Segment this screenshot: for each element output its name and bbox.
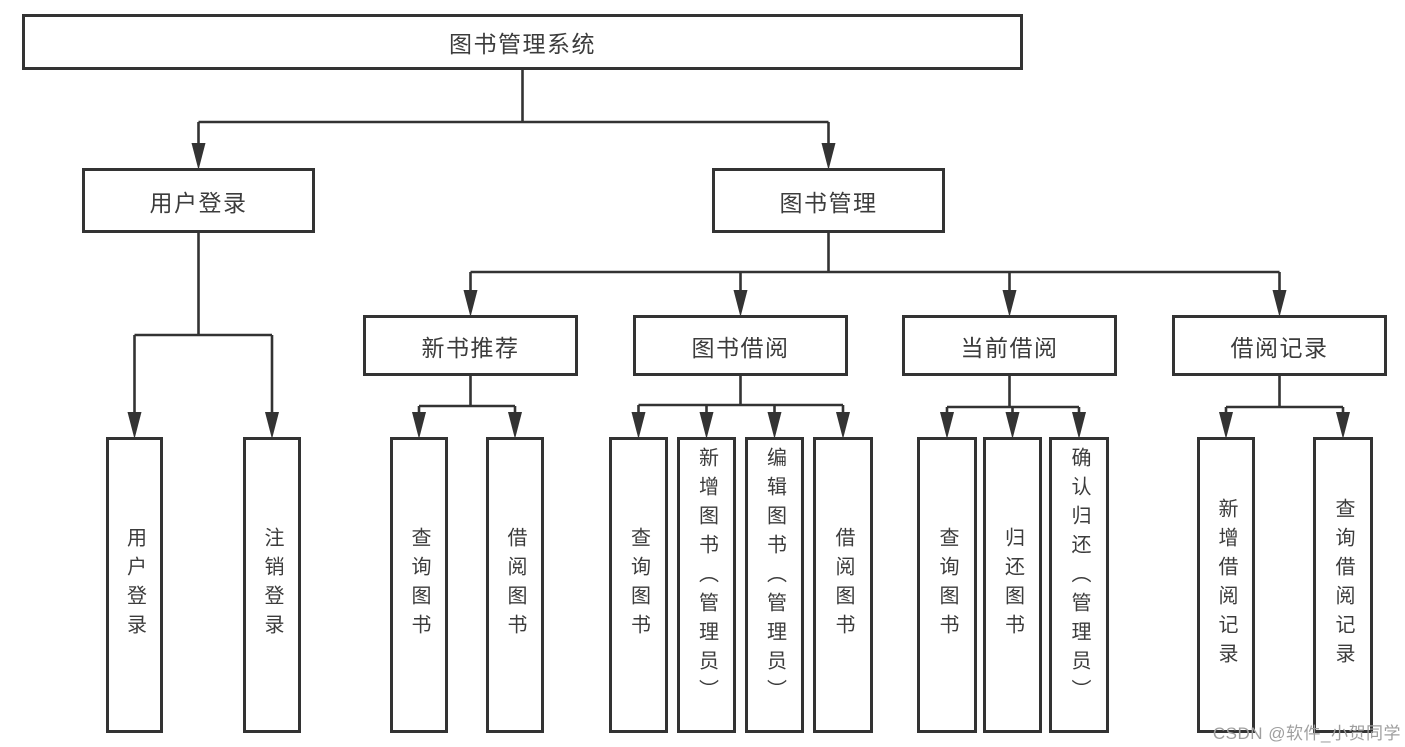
node-user-login: 用户登录 (106, 437, 163, 733)
arrow-down-user-logout (265, 412, 279, 439)
arrow-down-book-mgmt-group (821, 143, 836, 170)
arrow-down-bb-borrow-books (836, 412, 850, 439)
node-label: 注销登录 (261, 527, 283, 643)
node-label: 借阅图书 (832, 527, 854, 643)
node-borrow-records: 借阅记录 (1172, 315, 1387, 376)
arrow-down-bb-edit-books (767, 412, 782, 439)
arrow-down-rec-borrow-books (508, 412, 522, 439)
node-label: 借阅记录 (1230, 334, 1329, 361)
arrow-down-cb-confirm-return (1072, 412, 1086, 439)
node-label: 查询借阅记录 (1332, 498, 1354, 672)
node-label: 查询图书 (936, 527, 958, 643)
node-label: 图书管理系统 (449, 31, 596, 57)
node-user-logout: 注销登录 (243, 437, 301, 733)
node-label: 新书推荐 (421, 334, 520, 361)
node-cb-return-books: 归还图书 (983, 437, 1042, 733)
node-bb-edit-books: 编辑图书（管理员） (745, 437, 804, 733)
node-current-borrow: 当前借阅 (902, 315, 1117, 376)
arrow-down-bb-query-books (631, 412, 646, 439)
node-rec-query-books: 查询图书 (390, 437, 448, 733)
node-book-borrow: 图书借阅 (633, 315, 848, 376)
node-user-login-group: 用户登录 (82, 168, 315, 233)
node-new-book-rec: 新书推荐 (363, 315, 578, 376)
node-label: 归还图书 (1001, 527, 1024, 643)
watermark: CSDN @软件_小贺同学 (1212, 724, 1401, 743)
node-label: 用户登录 (123, 527, 146, 643)
node-label: 用户登录 (149, 189, 248, 216)
arrow-down-br-query-record (1336, 412, 1350, 439)
node-root: 图书管理系统 (22, 14, 1023, 70)
node-label: 图书管理 (779, 189, 878, 216)
node-cb-confirm-return: 确认归还（管理员） (1049, 437, 1109, 733)
arrow-down-new-book-rec (463, 290, 478, 317)
node-label: 借阅图书 (504, 527, 526, 643)
node-cb-query-books: 查询图书 (917, 437, 977, 733)
arrow-down-bb-add-books (699, 412, 714, 439)
node-bb-borrow-books: 借阅图书 (813, 437, 873, 733)
arrow-down-borrow-records (1272, 290, 1287, 317)
node-label: 查询图书 (627, 527, 650, 643)
arrow-down-user-login-group (191, 143, 206, 170)
node-label: 新增图书（管理员） (695, 447, 718, 708)
node-rec-borrow-books: 借阅图书 (486, 437, 544, 733)
node-label: 编辑图书（管理员） (763, 447, 786, 708)
node-book-mgmt-group: 图书管理 (712, 168, 945, 233)
arrow-down-cb-query-books (940, 412, 954, 439)
node-label: 当前借阅 (960, 334, 1059, 361)
node-bb-add-books: 新增图书（管理员） (677, 437, 736, 733)
node-bb-query-books: 查询图书 (609, 437, 668, 733)
arrow-down-br-add-record (1219, 412, 1233, 439)
node-label: 查询图书 (408, 527, 430, 643)
arrow-down-rec-query-books (412, 412, 426, 439)
node-label: 新增借阅记录 (1215, 498, 1237, 672)
node-label: 确认归还（管理员） (1068, 447, 1090, 708)
node-label: 图书借阅 (691, 334, 790, 361)
node-br-query-record: 查询借阅记录 (1313, 437, 1373, 733)
arrow-down-book-borrow (733, 290, 748, 317)
arrow-down-cb-return-books (1005, 412, 1020, 439)
arrow-down-current-borrow (1002, 290, 1017, 317)
arrow-down-user-login (127, 412, 142, 439)
node-br-add-record: 新增借阅记录 (1197, 437, 1255, 733)
